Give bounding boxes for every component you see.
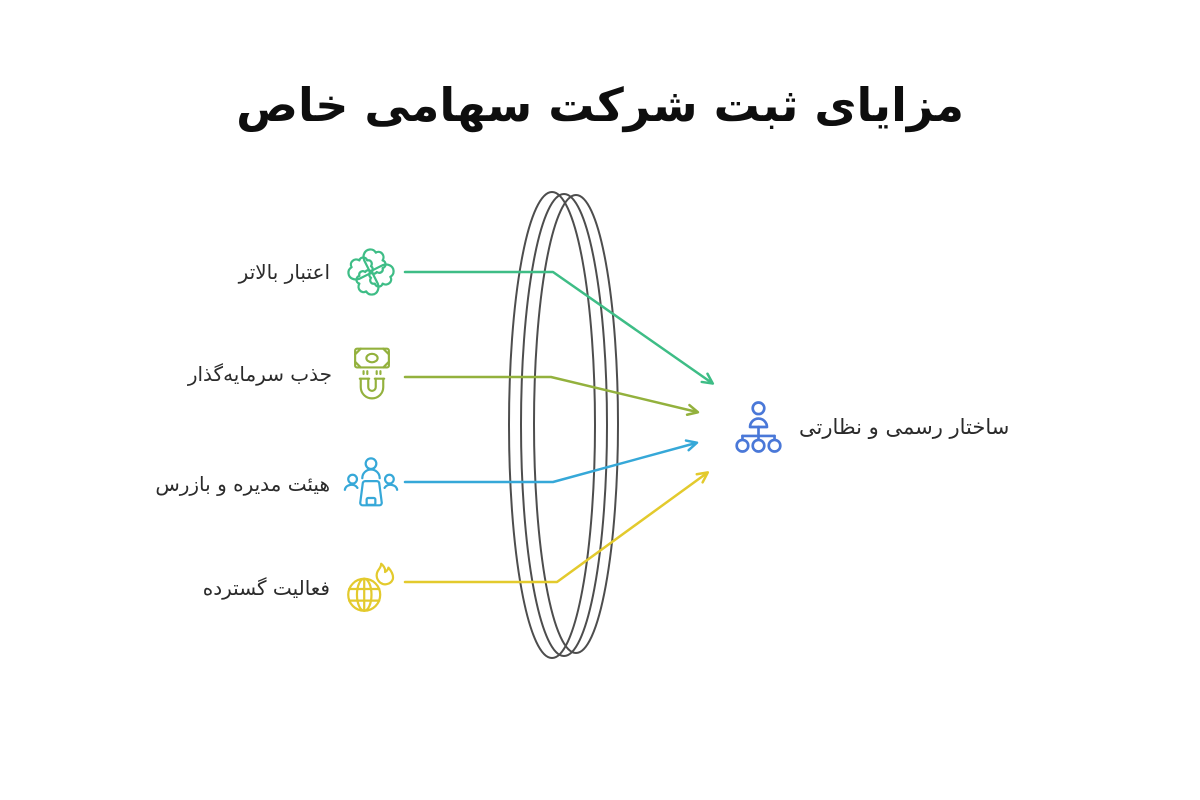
arrow-activity [403,471,710,584]
org-chart-icon [735,401,782,453]
benefit-label: اعتبار بالاتر [238,260,330,284]
arrow-board [403,439,699,484]
arrow-credibility [403,270,715,385]
result-item-structure: ساختار رسمی و نظارتی [730,396,1009,458]
board-meeting-icon [343,457,399,507]
teamwork-hands-icon [347,248,395,296]
result-label: ساختار رسمی و نظارتی [799,415,1010,439]
benefit-item-investor: جذب سرمایه‌گذار [120,342,402,406]
benefit-item-board: هیئت مدیره و بازرس [120,452,402,516]
benefit-label: فعالیت گسترده [202,576,330,600]
lens-shape [508,191,619,659]
benefit-label: جذب سرمایه‌گذار [187,362,332,386]
benefit-label: هیئت مدیره و بازرس [155,472,330,496]
money-magnet-icon [354,347,390,400]
page-title: مزایای ثبت شرکت سهامی خاص [236,78,965,132]
arrow-investor [403,375,700,417]
globe-flame-icon [347,562,395,612]
benefit-item-credibility: اعتبار بالاتر [120,240,402,304]
benefit-item-activity: فعالیت گسترده [120,556,402,620]
